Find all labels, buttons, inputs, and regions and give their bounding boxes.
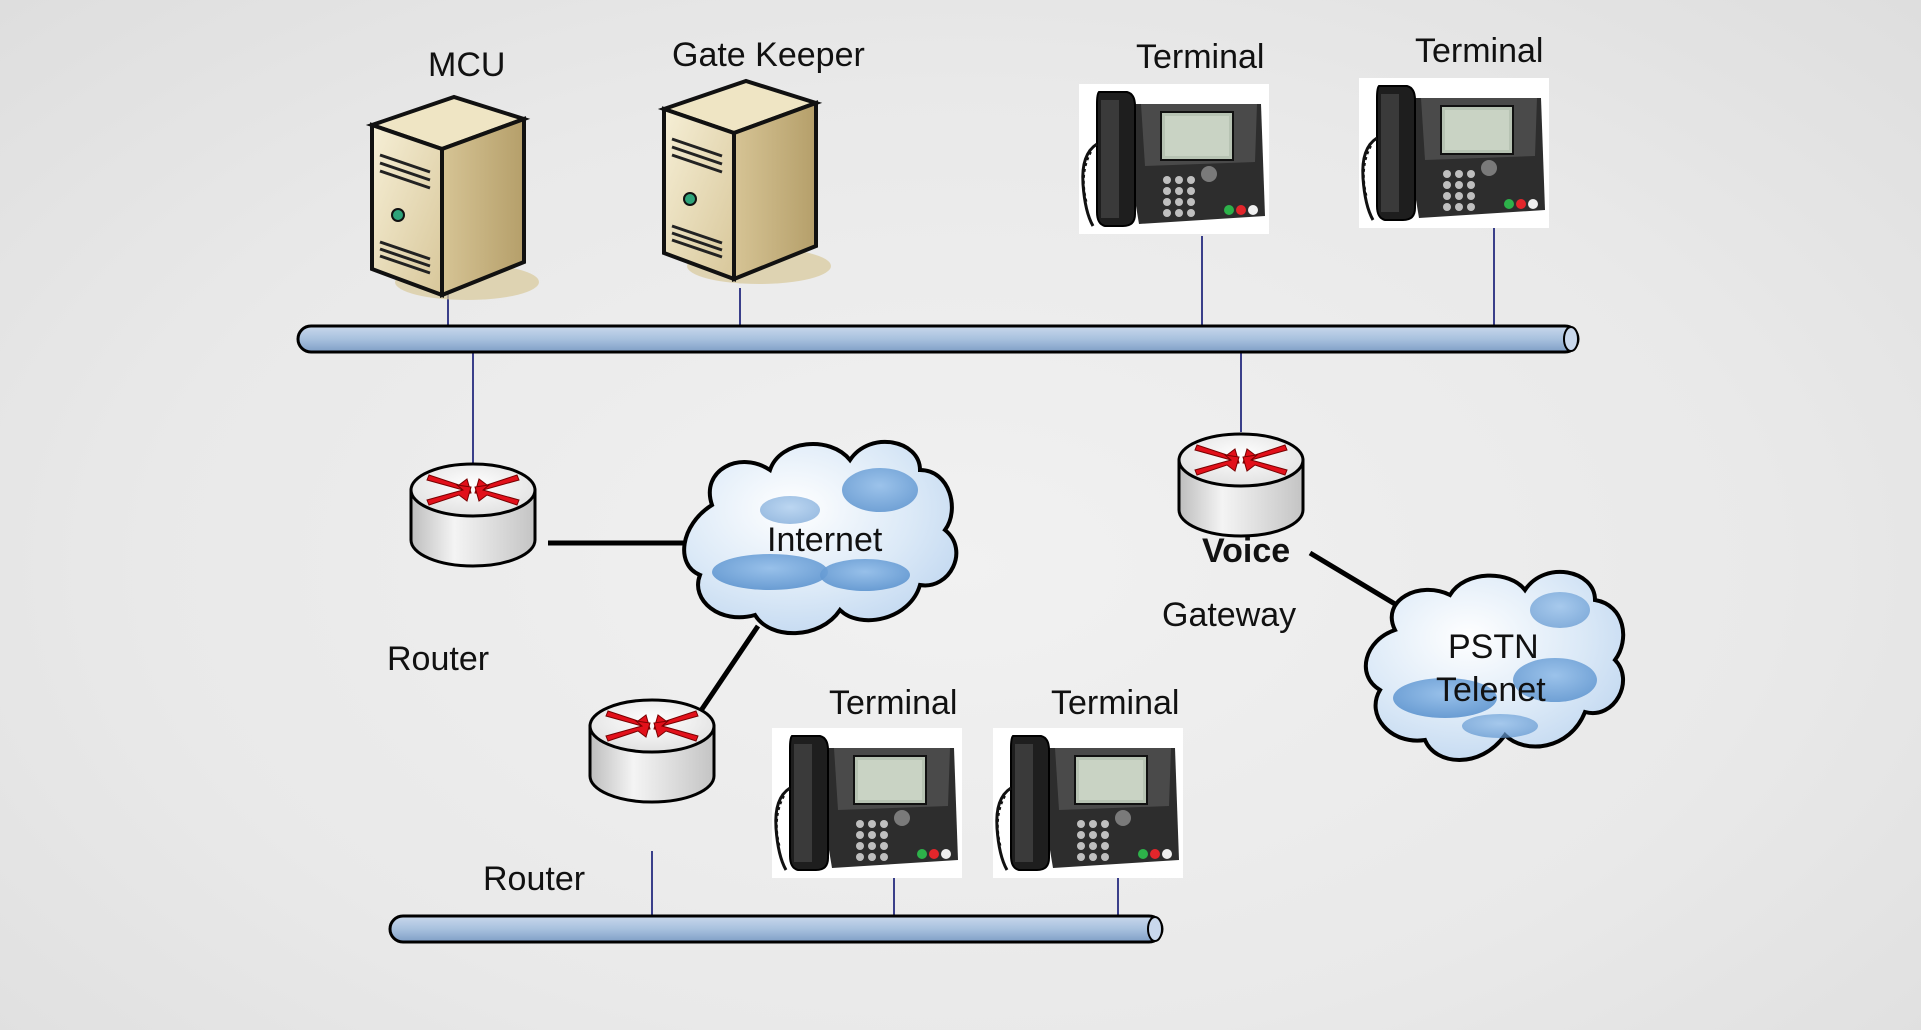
gateway-label: Gateway (1162, 596, 1296, 634)
voice-label: Voice (1202, 532, 1290, 570)
gatekeeper-label: Gate Keeper (672, 36, 865, 74)
cloud-icon (682, 440, 959, 636)
cloud-icon (1363, 570, 1626, 762)
internet-cloud: Internet (682, 440, 959, 636)
pstn-label-line1: PSTN (1448, 628, 1539, 666)
router-label-1: Router (387, 640, 489, 678)
ip-phone-icon (1357, 76, 1551, 230)
terminal-node-3: Terminal (770, 684, 964, 880)
terminal-node-1: Terminal (1077, 38, 1271, 236)
router-icon (588, 698, 716, 804)
router-node-1: Router (387, 462, 537, 678)
server-tower-icon (662, 79, 833, 286)
terminal-label-2: Terminal (1415, 32, 1543, 70)
terminal-label-4: Terminal (1051, 684, 1179, 722)
ip-phone-icon (770, 726, 964, 880)
router-icon (409, 462, 537, 568)
mcu-node: MCU (370, 46, 541, 302)
link-internet-router2 (695, 624, 761, 717)
terminal-label-3: Terminal (829, 684, 957, 722)
bottom-network-bus (388, 914, 1164, 944)
pstn-label-line2: Telenet (1436, 671, 1546, 709)
ip-phone-icon (991, 726, 1185, 880)
mcu-label: MCU (428, 46, 505, 84)
ip-phone-icon (1077, 82, 1271, 236)
router-label-2: Router (483, 860, 585, 898)
internet-label: Internet (767, 521, 883, 559)
gatekeeper-node: Gate Keeper (662, 36, 865, 286)
voice-gateway-node: Voice Gateway (1162, 432, 1305, 634)
terminal-label-1: Terminal (1136, 38, 1264, 76)
router-icon (1177, 432, 1305, 538)
server-tower-icon (370, 95, 541, 302)
pstn-cloud: PSTN Telenet (1363, 570, 1626, 762)
terminal-node-2: Terminal (1357, 32, 1551, 230)
terminal-node-4: Terminal (991, 684, 1185, 880)
top-network-bus (296, 324, 1580, 354)
router-node-2: Router (483, 698, 716, 898)
